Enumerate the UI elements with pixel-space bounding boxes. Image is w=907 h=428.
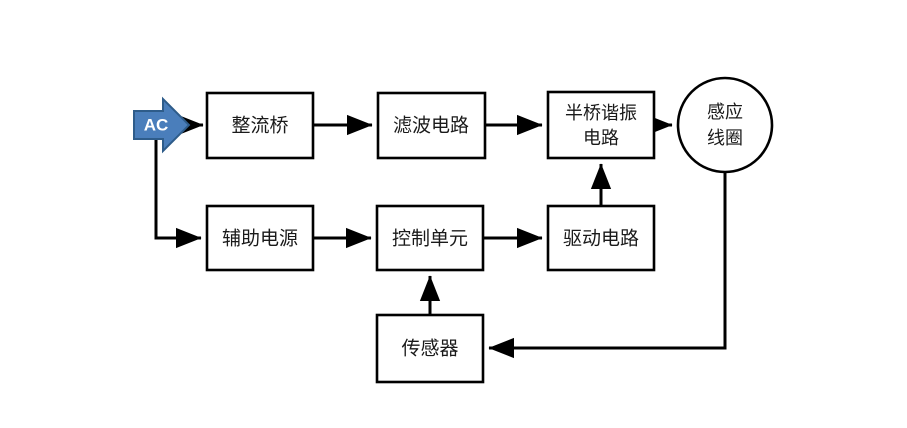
node-layer: 整流桥 滤波电路 半桥谐振 电路 感应 线圈 辅助电源 (205, 76, 774, 384)
node-rectifier-label: 整流桥 (231, 115, 288, 137)
node-coil-label-line1: 感应 (707, 102, 743, 123)
edge-coil-to-sensor (488, 172, 727, 359)
node-driver-label: 驱动电路 (563, 228, 639, 250)
node-auxpower[interactable]: 辅助电源 (205, 204, 315, 272)
node-driver-box (546, 204, 656, 272)
node-sensor[interactable]: 传感器 (375, 313, 485, 384)
node-halfbridge-label-line2: 电路 (583, 128, 619, 149)
ac-source-arrow[interactable]: AC (133, 96, 191, 154)
node-filter-box (376, 91, 487, 160)
node-halfbridge-box (546, 90, 656, 160)
node-control-box (375, 204, 485, 272)
node-filter-label: 滤波电路 (393, 115, 469, 137)
node-filter[interactable]: 滤波电路 (376, 91, 487, 160)
node-rectifier-box (205, 91, 315, 160)
ac-label: AC (144, 115, 169, 134)
node-coil-circle (676, 76, 774, 174)
node-sensor-box (375, 313, 485, 384)
ac-arrow-shape (133, 96, 191, 154)
node-coil[interactable]: 感应 线圈 (676, 76, 774, 174)
edge-ac-to-auxpower (154, 128, 202, 249)
node-rectifier[interactable]: 整流桥 (205, 91, 315, 160)
node-halfbridge-label-line1: 半桥谐振 (565, 103, 637, 124)
node-control[interactable]: 控制单元 (375, 204, 485, 272)
node-auxpower-label: 辅助电源 (222, 228, 298, 250)
edge-layer (154, 114, 727, 359)
node-auxpower-box (205, 204, 315, 272)
node-sensor-label: 传感器 (401, 338, 458, 360)
node-driver[interactable]: 驱动电路 (546, 204, 656, 272)
node-control-label: 控制单元 (392, 228, 468, 250)
node-coil-label-line2: 线圈 (707, 128, 743, 149)
node-halfbridge[interactable]: 半桥谐振 电路 (546, 90, 656, 160)
